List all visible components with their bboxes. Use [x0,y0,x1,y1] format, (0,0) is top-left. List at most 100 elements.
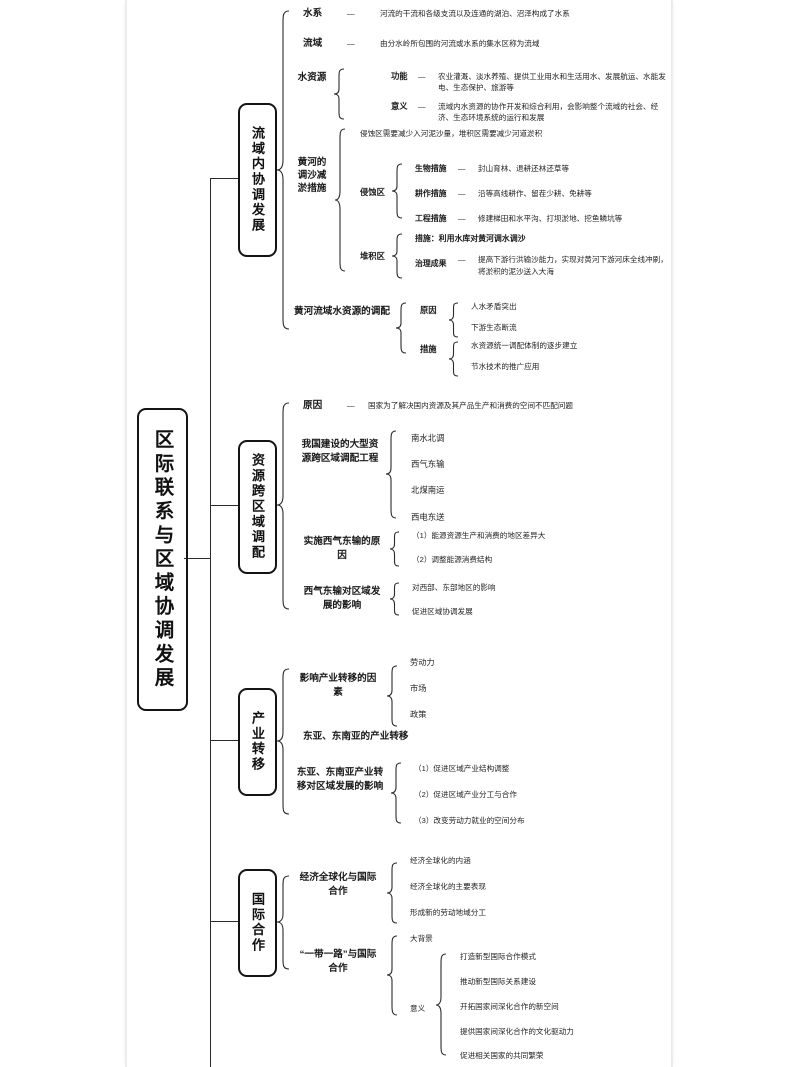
node-dongya-yingxiang-3[interactable]: （3）改变劳动力就业的空间分布 [414,816,525,825]
branch-resource[interactable]: 资源跨区域调配 [238,440,277,574]
node-gengzuo-label[interactable]: 耕作措施 [415,189,447,198]
node-beimei-nanyun[interactable]: 北煤南运 [411,485,445,495]
connector-branch-industry [210,740,238,741]
brace-shishi-yuanyin [389,531,400,567]
branch-cooperation-label: 国际合作 [250,892,265,954]
node-gongcheng-desc: 修建梯田和水平沟、打坝淤地、挖鱼鳞坑等 [478,214,623,223]
node-shishi-yuanyin-2[interactable]: （2）调整能源消费结构 [412,555,493,564]
node-dongya-yingxiang-1[interactable]: （1）促进区域产业结构调整 [414,764,510,773]
node-resource-yuanyin-desc: 国家为了解决国内资源及其产品生产和消费的空间不匹配问题 [368,401,574,410]
node-laodongli[interactable]: 劳动力 [410,658,435,667]
node-qinshiqu-label[interactable]: 侵蚀区 [360,187,385,197]
brace-daxing-gongcheng [385,430,397,520]
branch-industry-label: 产业转移 [250,711,265,773]
branch-cooperation[interactable]: 国际合作 [238,869,277,977]
node-renshui-maodun[interactable]: 人水矛盾突出 [471,302,517,311]
node-nanshui-beidiao[interactable]: 南水北调 [411,433,445,443]
node-zhilichengguo-label[interactable]: 治理成果 [415,259,447,268]
node-xiayou-duanliu[interactable]: 下游生态断流 [471,323,517,332]
brace-xiqi-yingxiang [389,582,400,616]
node-gengzuo-desc: 沿等高线耕作、留茬少耕、免耕等 [478,189,592,198]
node-daxing-gongcheng-label[interactable]: 我国建设的大型资源跨区域调配工程 [301,439,379,464]
node-gongneng-desc: 农业灌溉、淡水养殖、提供工业用水和生活用水、发展航运、水能发电、生态保护、旅游等 [438,72,666,93]
page-right-edge [671,0,672,1067]
node-tiaopei-yuanyin-label[interactable]: 原因 [420,305,437,315]
node-yiyi-label[interactable]: 意义 [391,101,408,111]
node-shuiziyuan-label[interactable]: 水资源 [297,72,327,83]
node-tongyi-tiaopei[interactable]: 水资源统一调配体制的逐步建立 [471,341,578,350]
node-gengzuo-dash: — [458,189,466,198]
node-xiqi-yingxiang-2[interactable]: 促进区域协调发展 [412,607,473,616]
branch-industry[interactable]: 产业转移 [238,688,277,796]
root-spine [210,178,211,1067]
brace-cooperation [276,875,290,971]
connector-branch-resource [210,505,238,506]
paper-sheet [126,0,672,1067]
node-shuixi-desc: 河流的干流和各级支流以及连通的湖泊、沼泽构成了水系 [380,9,570,18]
node-gongneng-label[interactable]: 功能 [391,71,408,81]
brace-shuiziyuan [333,68,345,120]
page-left-edge [126,0,127,1067]
node-zhengce[interactable]: 政策 [410,710,427,719]
node-xidian-dongsong[interactable]: 西电东送 [411,512,445,522]
node-gongcheng-dash: — [458,214,466,223]
node-yiyi-3[interactable]: 开拓国家间深化合作的新空间 [460,1002,559,1011]
node-yidaiyilu-yiyi-label[interactable]: 意义 [410,1004,426,1013]
node-yiyi-5[interactable]: 促进相关国家的共同繁荣 [460,1051,544,1060]
node-yiyi-4[interactable]: 提供国家间深化合作的文化驱动力 [460,1027,574,1036]
node-huanghe-tiaopei-label[interactable]: 黄河流域水资源的调配 [294,306,390,317]
branch-watershed[interactable]: 流域内协调发展 [238,103,277,257]
connector-branch-cooperation [210,921,238,922]
brace-huanghe-tiaosha [334,128,346,272]
node-xiqi-yingxiang-1[interactable]: 对西部、东部地区的影响 [412,583,496,592]
node-liuyu-dash: — [347,39,355,48]
node-dongya-zhuanyi[interactable]: 东亚、东南亚的产业转移 [303,731,409,742]
node-laodong-fengong[interactable]: 形成新的劳动地域分工 [410,908,486,917]
node-liuyu-label[interactable]: 流域 [303,38,323,49]
node-duiji-cuoshi[interactable]: 措施：利用水库对黄河调水调沙 [415,234,526,243]
node-shengwu-label[interactable]: 生物措施 [415,164,447,173]
branch-resource-label: 资源跨区域调配 [250,453,265,561]
node-shishi-yuanyin-1[interactable]: （1）能源资源生产和消费的地区差异大 [412,531,546,540]
node-xiqi-yingxiang-label[interactable]: 西气东输对区域发展的影响 [303,586,381,611]
node-quanqiuhua-neihan[interactable]: 经济全球化的内涵 [410,856,471,865]
node-tiaopei-cuoshi-label[interactable]: 措施 [420,344,437,354]
brace-quanqiuhua [386,862,398,924]
node-jieshui-jishu[interactable]: 节水技术的推广应用 [471,362,540,371]
node-huanghe-tiaosha-label[interactable]: 黄河的调沙减淤措施 [297,157,327,195]
node-xiqi-dongshu[interactable]: 西气东输 [411,459,445,469]
branch-watershed-label: 流域内协调发展 [250,126,265,234]
node-shuixi-label[interactable]: 水系 [303,8,323,19]
node-resource-yuanyin-dash: — [347,401,355,410]
brace-watershed [276,10,290,330]
node-shichang[interactable]: 市场 [410,684,427,693]
root-node-label: 区际联系与区域协调发展 [151,428,173,691]
node-duijiqu-label[interactable]: 堆积区 [360,251,385,261]
node-yidaiyilu-label[interactable]: “一带一路”与国际合作 [299,949,377,974]
connector-branch-watershed [210,178,238,179]
brace-huanghe-tiaopei [395,302,407,354]
node-yingxiang-yinsu-label[interactable]: 影响产业转移的因素 [299,673,377,698]
root-stem [184,558,210,559]
node-shuixi-dash: — [347,9,355,18]
brace-duijiqu [391,233,403,279]
node-dongya-yingxiang-label[interactable]: 东亚、东南亚产业转移对区域发展的影响 [296,767,384,792]
node-quanqiuhua-biaoxian[interactable]: 经济全球化的主要表现 [410,882,486,891]
node-zhilichengguo-desc: 提高下游行洪输沙能力，实现对黄河下游河床全线冲刷，将淤积的泥沙送入大海 [478,255,668,276]
brace-yingxiang-yinsu [386,665,398,727]
node-shengwu-dash: — [458,164,466,173]
node-gongcheng-label[interactable]: 工程措施 [415,214,447,223]
node-da-beijing[interactable]: 大背景 [410,934,433,943]
node-shishi-yuanyin-label[interactable]: 实施西气东输的原因 [303,536,381,561]
node-gongneng-dash: — [418,72,426,81]
node-quanqiuhua-label[interactable]: 经济全球化与国际合作 [299,872,377,897]
node-resource-yuanyin-label[interactable]: 原因 [303,400,323,411]
brace-tiaopei-yuanyin [448,302,459,338]
node-shengwu-desc: 封山育林、退耕还林还草等 [478,164,570,173]
node-dongya-yingxiang-2[interactable]: （2）促进区域产业分工与合作 [414,790,517,799]
root-node[interactable]: 区际联系与区域协调发展 [137,408,188,711]
node-yiyi-1[interactable]: 打造新型国际合作模式 [460,952,536,961]
brace-resource [276,402,290,610]
node-yiyi-2[interactable]: 推动新型国际关系建设 [460,977,536,986]
